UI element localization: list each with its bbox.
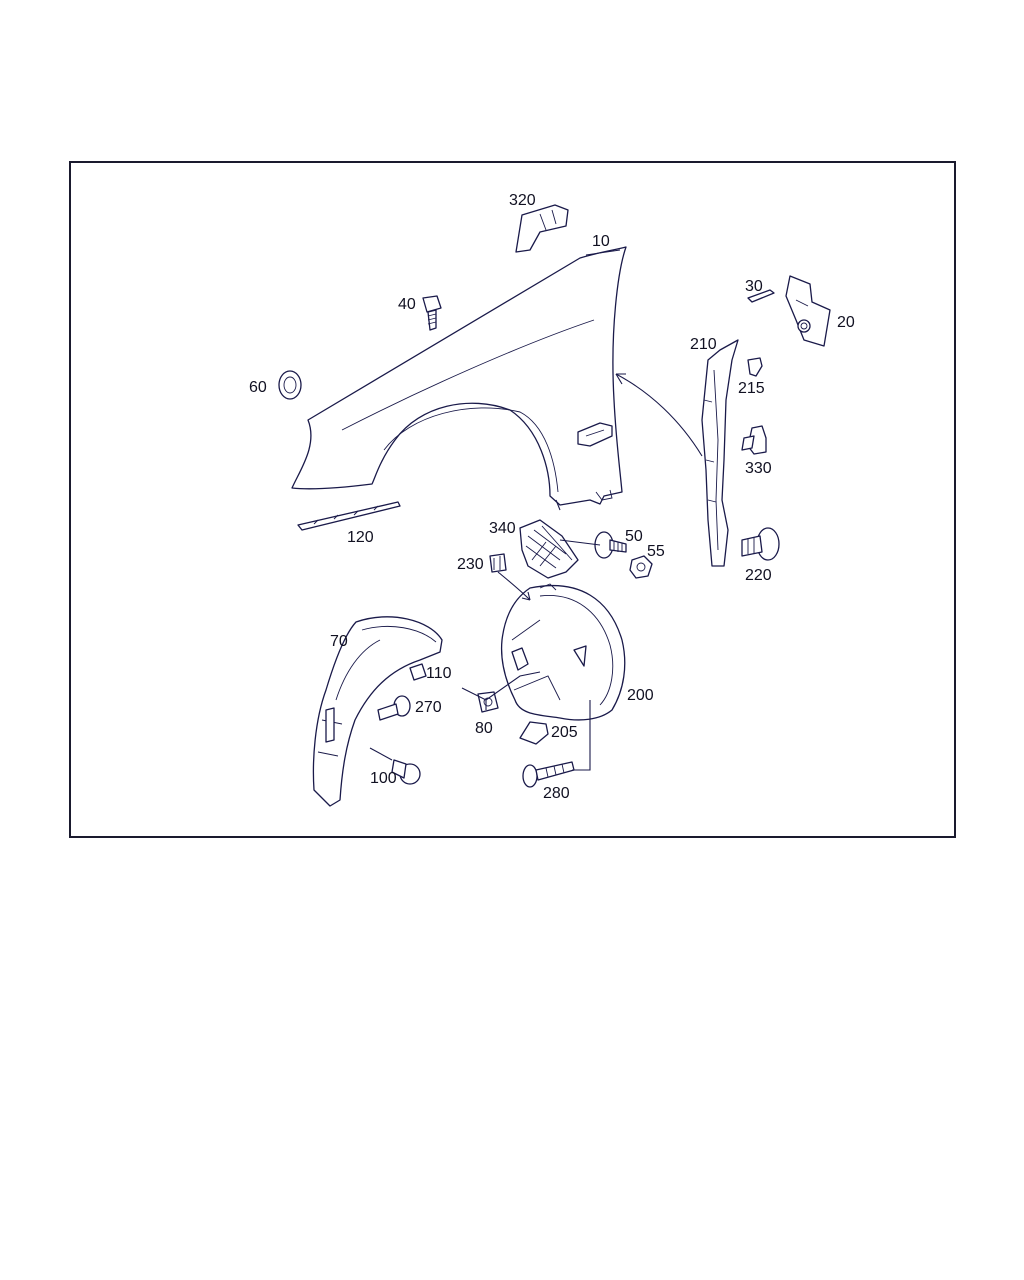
label-210: 210 <box>690 336 717 353</box>
label-340: 340 <box>489 520 516 537</box>
label-70: 70 <box>330 633 348 650</box>
label-320: 320 <box>509 192 536 209</box>
part-280-rivet <box>522 761 575 788</box>
part-20-plate <box>785 275 831 347</box>
label-110: 110 <box>426 665 452 682</box>
label-120: 120 <box>347 529 374 546</box>
callout-labels: 320 10 30 20 40 210 215 60 330 340 50 12… <box>249 192 855 802</box>
label-80: 80 <box>475 720 493 737</box>
part-200-liner <box>500 583 626 721</box>
diagram-frame <box>69 161 956 838</box>
label-270: 270 <box>415 699 442 716</box>
part-70-liner <box>312 616 443 807</box>
label-10: 10 <box>592 233 610 250</box>
label-100: 100 <box>370 770 397 787</box>
part-60-grommet <box>278 370 302 400</box>
part-30-pin <box>747 289 775 303</box>
label-220: 220 <box>745 567 772 584</box>
part-120-strip <box>297 501 401 531</box>
part-100-bolt <box>391 759 421 785</box>
part-10-fender <box>291 246 627 511</box>
part-55-nut <box>629 555 653 579</box>
label-30: 30 <box>745 278 763 295</box>
label-40: 40 <box>398 296 416 313</box>
label-55: 55 <box>647 543 665 560</box>
label-200: 200 <box>627 687 654 704</box>
part-80-screw <box>477 691 499 713</box>
label-60: 60 <box>249 379 267 396</box>
part-220-rivet <box>741 527 780 561</box>
part-270-screw <box>377 695 411 721</box>
leader-lines <box>369 373 703 771</box>
part-215-clip <box>747 357 763 377</box>
label-20: 20 <box>837 314 855 331</box>
part-110-clip <box>409 663 427 681</box>
part-230-clip <box>489 553 507 573</box>
part-40-bolt <box>422 295 442 331</box>
part-210-pillar <box>701 339 739 567</box>
label-205: 205 <box>551 724 578 741</box>
part-340-grille <box>519 519 579 579</box>
part-50-bolt <box>594 531 627 559</box>
label-50: 50 <box>625 528 643 545</box>
label-280: 280 <box>543 785 570 802</box>
label-230: 230 <box>457 556 484 573</box>
part-330-rivet <box>741 425 767 455</box>
part-205-clip <box>519 721 549 745</box>
part-320-bracket <box>515 204 569 253</box>
label-215: 215 <box>738 380 765 397</box>
label-330: 330 <box>745 460 772 477</box>
